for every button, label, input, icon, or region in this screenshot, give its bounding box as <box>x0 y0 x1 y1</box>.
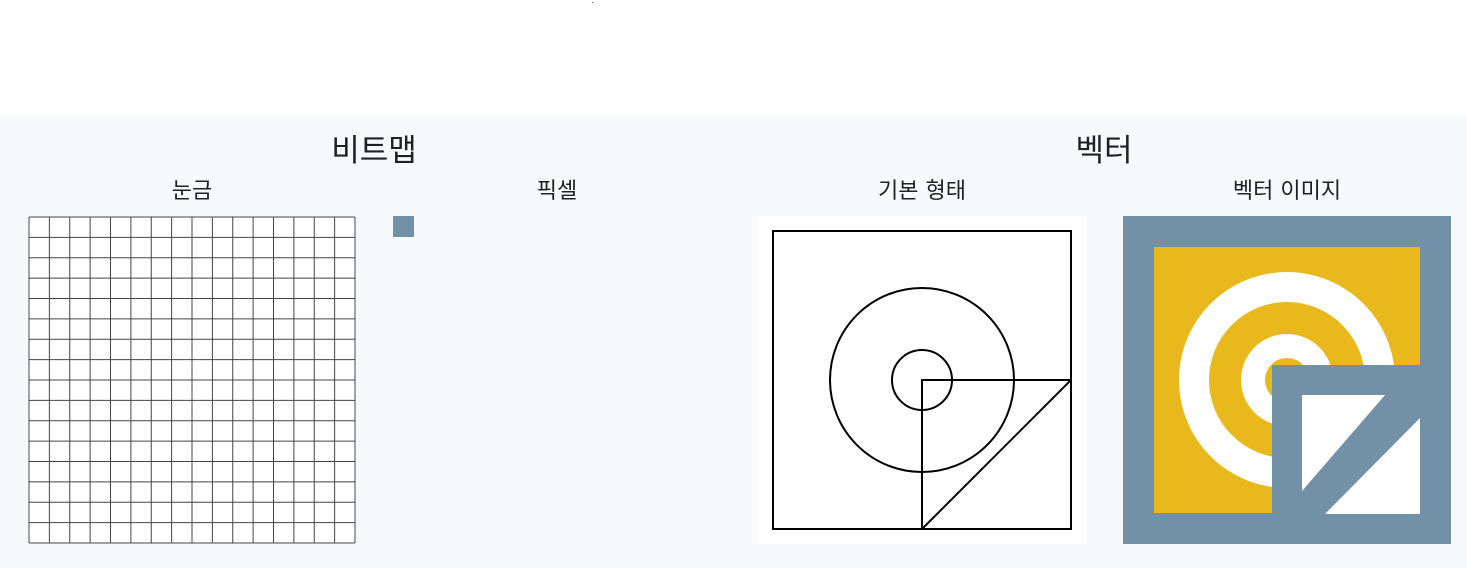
pixel-triangle-lower <box>595 418 691 514</box>
grid-figure <box>28 216 356 544</box>
vector-triangle-lower <box>1325 418 1420 514</box>
pixel-figure <box>393 216 721 544</box>
outline-inner-square <box>921 379 1072 530</box>
grid-svg <box>28 216 356 544</box>
outline-diagonal <box>921 379 1072 530</box>
heading-bitmap: 비트맵 <box>331 133 417 169</box>
vector-svg <box>1123 216 1451 544</box>
pixel-triangle-upper <box>573 396 691 514</box>
caption-primitives: 기본 형태 <box>878 179 966 204</box>
vector-slate-square <box>1272 365 1451 544</box>
heading-vector: 벡터 <box>1075 133 1133 169</box>
stray-dot <box>592 2 593 3</box>
pixel-svg <box>393 216 721 544</box>
primitives-svg <box>758 216 1086 544</box>
primitives-figure <box>758 216 1086 544</box>
pixel-ring-core <box>494 342 542 390</box>
vector-triangle-upper <box>1302 395 1385 491</box>
caption-grid: 눈금 <box>171 179 213 204</box>
caption-pixels: 픽셀 <box>536 179 578 204</box>
vector-figure <box>1123 216 1451 544</box>
caption-vector-image: 벡터 이미지 <box>1232 179 1342 204</box>
grid-lines <box>28 216 356 544</box>
pixelated-art <box>393 216 721 544</box>
